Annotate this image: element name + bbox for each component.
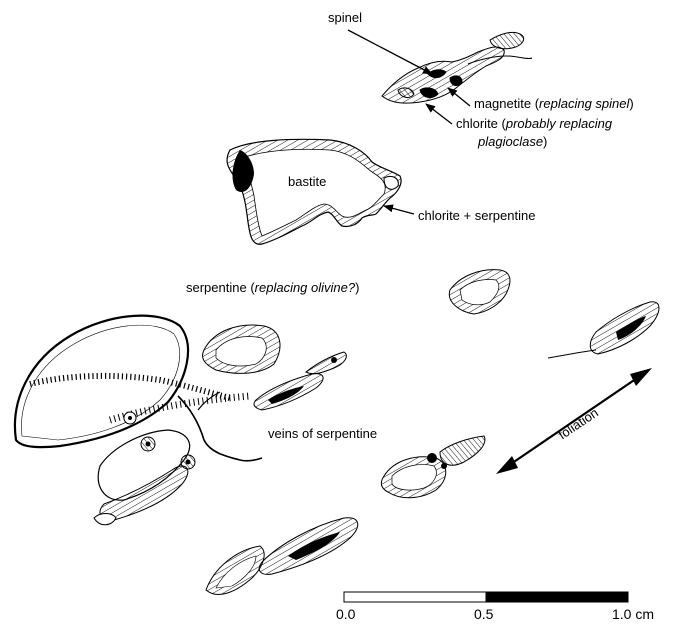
- scale-tick-mid: 0.5: [474, 606, 493, 622]
- label-magnetite: magnetite (replacing spinel): [474, 96, 634, 112]
- spinel-arrow: [348, 30, 432, 74]
- label-bastite: bastite: [288, 174, 326, 190]
- label-chlorite-line2: plagioclase): [478, 134, 547, 150]
- label-chlorite-serpentine: chlorite + serpentine: [418, 208, 535, 224]
- scale-tick-end: 1.0 cm: [612, 606, 654, 622]
- scale-bar: [344, 592, 628, 602]
- bottom-grains: [206, 518, 358, 595]
- foliation-arrowhead-left: [496, 456, 518, 474]
- scale-tick-0: 0.0: [336, 606, 355, 622]
- label-chlorite: chlorite (probably replacing: [456, 116, 612, 132]
- magnetite-arrow: [448, 88, 470, 106]
- chlorite-arrow: [426, 104, 452, 124]
- serpentine-vein: [178, 396, 262, 461]
- label-veins: veins of serpentine: [268, 426, 377, 442]
- spinel-cluster: [382, 32, 532, 103]
- label-spinel: spinel: [328, 10, 362, 26]
- chlorite-serpentine-arrow: [384, 206, 414, 214]
- large-olivine-grain: [15, 316, 250, 447]
- lower-left-grains: [94, 430, 195, 525]
- central-lower-grains: [381, 436, 485, 498]
- label-serpentine: serpentine (replacing olivine?): [186, 280, 359, 296]
- bastite-grain: [227, 139, 401, 244]
- foliation-arrowhead-right: [630, 368, 652, 386]
- elongated-grain-right: [548, 302, 659, 358]
